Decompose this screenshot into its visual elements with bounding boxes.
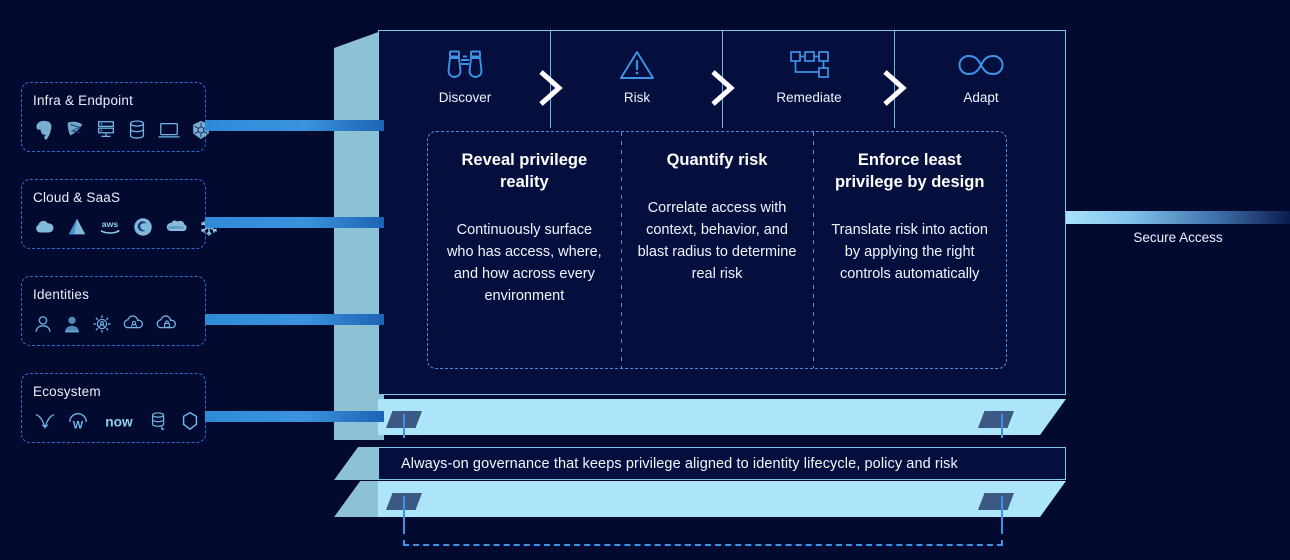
governance-tick-bottom-left xyxy=(403,496,405,530)
workflow-nodes-icon xyxy=(787,45,831,85)
pillar-enforce-least-privilege: Enforce least privilege by design Transl… xyxy=(813,132,1006,368)
stage-risk[interactable]: Risk xyxy=(551,31,723,128)
postgresql-icon xyxy=(33,119,55,141)
warning-triangle-icon xyxy=(619,45,655,85)
source-card-1[interactable]: Infra & Endpoint xyxy=(21,82,209,152)
source-connector-1 xyxy=(205,120,384,131)
okta-icon xyxy=(179,410,201,432)
governance-marker-right xyxy=(978,411,1014,428)
user-icon xyxy=(33,313,53,335)
source-card-title: Infra & Endpoint xyxy=(33,93,134,108)
governance-tick-bottom-right xyxy=(1001,496,1003,530)
stage-remediate[interactable]: Remediate xyxy=(723,31,895,128)
azure-icon xyxy=(66,216,88,238)
source-icon-row xyxy=(33,117,209,143)
secure-access-bar xyxy=(1066,211,1290,224)
panel-left-3d-face xyxy=(334,30,384,440)
wiz-icon: W xyxy=(66,410,90,432)
mssql-icon xyxy=(64,119,86,141)
governance-bracket xyxy=(403,528,1003,546)
crowdstrike-icon xyxy=(33,410,57,432)
governance-tick-right xyxy=(1001,414,1003,438)
stage-label: Adapt xyxy=(963,90,999,105)
source-card-title: Identities xyxy=(33,287,90,302)
stage-label: Risk xyxy=(623,90,651,105)
governance-marker-bottom-right xyxy=(978,493,1014,510)
aws-icon: aws xyxy=(97,216,123,238)
lifecycle-panel: Discover Risk xyxy=(378,30,1066,395)
laptop-icon xyxy=(157,119,181,141)
pillar-body: Correlate access with context, behavior,… xyxy=(637,199,797,282)
stage-discover[interactable]: Discover xyxy=(379,31,551,128)
source-connector-2 xyxy=(205,217,384,228)
stage-header-row: Discover Risk xyxy=(379,31,1065,128)
google-cloud-icon xyxy=(33,216,57,238)
kubernetes-icon xyxy=(190,119,212,141)
database-stack-icon xyxy=(148,410,170,432)
pillar-content-box: Reveal privilege reality Continuously su… xyxy=(427,131,1007,369)
cloud-lock-icon xyxy=(155,313,179,335)
source-card-title: Cloud & SaaS xyxy=(33,190,121,205)
pillar-quantify-risk: Quantify risk Correlate access with cont… xyxy=(620,132,814,368)
binoculars-icon xyxy=(446,45,484,85)
governance-text: Always-on governance that keeps privileg… xyxy=(401,455,958,472)
infinity-icon xyxy=(957,45,1005,85)
cloud-identity-icon xyxy=(122,313,146,335)
source-connector-4 xyxy=(205,411,384,422)
service-account-icon xyxy=(91,313,113,335)
source-card-title: Ecosystem xyxy=(33,384,101,399)
servicenow-icon: now xyxy=(99,410,139,432)
svg-text:salesforce: salesforce xyxy=(168,225,183,229)
source-card-2[interactable]: Cloud & SaaS aws salesforce xyxy=(21,179,217,249)
source-icon-row xyxy=(33,311,194,337)
stage-label: Remediate xyxy=(776,90,842,105)
chevron-right-icon xyxy=(539,70,563,106)
svg-text:aws: aws xyxy=(102,219,119,229)
governance-bar-bottom xyxy=(378,481,1066,517)
user-filled-icon xyxy=(62,313,82,335)
pillar-heading: Quantify risk xyxy=(666,151,768,169)
stage-label: Discover xyxy=(438,90,492,105)
chevron-right-icon xyxy=(711,70,735,106)
pillar-body: Translate risk into action by applying t… xyxy=(831,221,988,282)
pillar-heading: Reveal privilege reality xyxy=(461,151,588,191)
pillar-body: Continuously surface who has access, whe… xyxy=(446,221,602,304)
microsoft365-icon xyxy=(132,216,154,238)
server-rack-icon xyxy=(95,119,117,141)
svg-text:now: now xyxy=(105,415,133,430)
pillar-reveal-privilege-reality: Reveal privilege reality Continuously su… xyxy=(428,132,621,368)
chevron-right-icon xyxy=(883,70,907,106)
salesforce-icon: salesforce xyxy=(163,216,189,238)
source-icon-row: aws salesforce xyxy=(33,214,217,240)
secure-access-label: Secure Access xyxy=(1133,230,1223,245)
governance-bar-top xyxy=(378,399,1066,435)
governance-tick-left xyxy=(403,414,405,438)
source-connector-3 xyxy=(205,314,384,325)
governance-banner: Always-on governance that keeps privileg… xyxy=(378,447,1066,480)
pillar-heading: Enforce least privilege by design xyxy=(834,151,985,191)
source-card-3[interactable]: Identities xyxy=(21,276,206,346)
database-icon xyxy=(126,119,148,141)
svg-text:W: W xyxy=(73,419,84,431)
stage-adapt[interactable]: Adapt xyxy=(895,31,1067,128)
